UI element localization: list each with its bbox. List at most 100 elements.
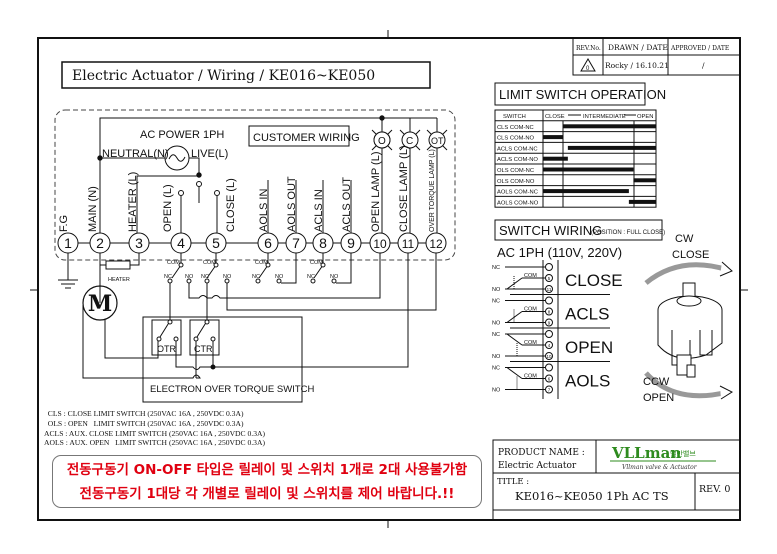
switch-on-bar [563,124,656,129]
approved-label: APPROVED / DATE [670,45,729,52]
no-terminal-number: 9 [548,321,551,326]
legend-aols: AOLS : AUX. OPEN LIMIT SWITCH (250VAC 16… [44,438,265,448]
terminal-label: CLOSE LAMP (L) [398,145,410,232]
warning-notice: 전동구동기 ON-OFF 타입은 릴레이 및 스위치 1개로 2대 사용불가함 … [52,455,482,508]
svg-text:12: 12 [429,237,443,251]
no-label: NO [275,274,284,280]
terminal-11: 11 [397,232,419,254]
nc-label: NC [492,299,500,305]
com-terminal-number: 4 [548,343,551,348]
switch-terminal [545,341,553,349]
terminal-label: OPEN (L) [162,184,174,232]
lamp-open-icon [371,129,393,151]
no-label: NO [223,274,232,280]
revision-value: REV. 0 [699,484,730,495]
switch-on-bar [543,167,634,172]
switch-terminal [545,374,553,383]
title-block: PRODUCT NAME : Electric Actuator VLLman … [492,439,740,520]
terminal-5: 5 [205,232,227,254]
com-label: COM [167,260,180,266]
terminal-strip: 1 2 3 4 5 6 7 8 9 10 11 12 [57,232,447,254]
logo-subtitle: Vllman valve & Actuator [622,464,698,471]
svg-text:11: 11 [402,237,415,251]
no-label: NO [492,287,501,293]
rev-triangle-icon [580,58,596,72]
notice-line-2: 전동구동기 1대당 각 개별로 릴레이 및 스위치를 제어 바랍니다.!! [79,486,455,502]
switch-terminal [545,330,553,338]
nc-label: NC [492,332,500,338]
ac-power-label: AC POWER 1PH [140,129,224,141]
drawn-label: DRAWN / DATE [608,43,668,52]
nc-label: NC [492,265,500,271]
nc-label: NC [201,274,209,280]
switch-on-bar [628,199,656,204]
terminal-label: HEATER (L) [127,172,139,232]
product-name-value: Electric Actuator [498,461,577,471]
switch-wiring-title-box [494,219,663,241]
switch-terminal [545,385,553,394]
switch-on-bar [567,145,656,150]
svg-text:7: 7 [292,235,300,251]
terminal-9: 9 [340,232,362,254]
com-label: COM [203,260,216,266]
no-label: NO [492,354,501,360]
switch-row-label: OLS COM-NO [497,179,535,185]
cw-label: CW [675,233,694,245]
terminal-12: 12 [425,232,447,254]
electron-over-torque-switch [142,316,303,403]
ac-source-icon [164,145,190,171]
switch-row-label: CLS COM-NO [497,136,535,142]
limit-switch-title-box [494,82,646,106]
switch-terminal [545,285,553,293]
terminal-label: F.G [58,215,70,232]
eots-label: ELECTRON OVER TORQUE SWITCH [150,384,314,395]
com-label: COM [524,307,537,313]
terminal-3: 3 [128,232,150,254]
switch-terminal [545,263,553,271]
supply-label: AC 1PH (110V, 220V) [497,245,622,260]
table-header-mid: INTERMEDIATE [583,114,626,120]
svg-text:8: 8 [319,235,327,251]
no-terminal-number: 11 [547,287,552,292]
cw-direction-label: CLOSE [672,249,709,261]
switch-row-label: AOLS COM-NO [497,200,539,206]
svg-text:4: 4 [177,235,185,251]
switch-terminal [545,352,553,360]
limit-switch-title: LIMIT SWITCH OPERATION [499,87,666,102]
com-label: COM [255,260,268,266]
svg-text:6: 6 [264,235,272,251]
drawn-value: Rocky / 16.10.21 [605,61,669,70]
nc-label: NC [164,274,172,280]
no-label: NO [185,274,194,280]
switch-group-label: OPEN [565,338,613,357]
rev-symbol: 0 [586,66,590,72]
terminal-label: AOLS IN [258,189,270,232]
limit-switch-contacts: COM COM COM COM NC NO NC NO NC NO NC NO [164,253,437,368]
legend-ols: OLS : OPEN LIMIT SWITCH (250VAC 16A , 25… [44,418,244,428]
otr-label: OTR [157,344,176,354]
rev-no-label: REV.No. [576,45,601,52]
title-value: KE016~KE050 1Ph AC TS [515,489,669,503]
ground-icon [58,253,78,289]
com-label: COM [524,273,537,279]
svg-text:10: 10 [373,237,387,251]
terminal-label: MAIN (N) [87,186,99,232]
lamps: O C OT [371,129,448,233]
svg-text:2: 2 [96,235,104,251]
nc-label: NC [492,366,500,372]
ctr-relay [189,319,220,356]
switch-row-label: OLS COM-NC [497,168,534,174]
title-label: TITLE : [497,477,529,487]
ccw-label: CCW [643,376,670,388]
terminal-label: CLOSE (L) [225,178,237,232]
diagram-title: Electric Actuator / Wiring / KE016~KE050 [72,68,375,84]
com-label: COM [524,374,537,380]
terminal-6: 6 [257,232,279,254]
switch-wiring-title: SWITCH WIRING [499,223,602,238]
product-name-label: PRODUCT NAME : [498,448,585,458]
legend-acls: ACLS : AUX. CLOSE LIMIT SWITCH (250VAC 1… [44,428,265,438]
